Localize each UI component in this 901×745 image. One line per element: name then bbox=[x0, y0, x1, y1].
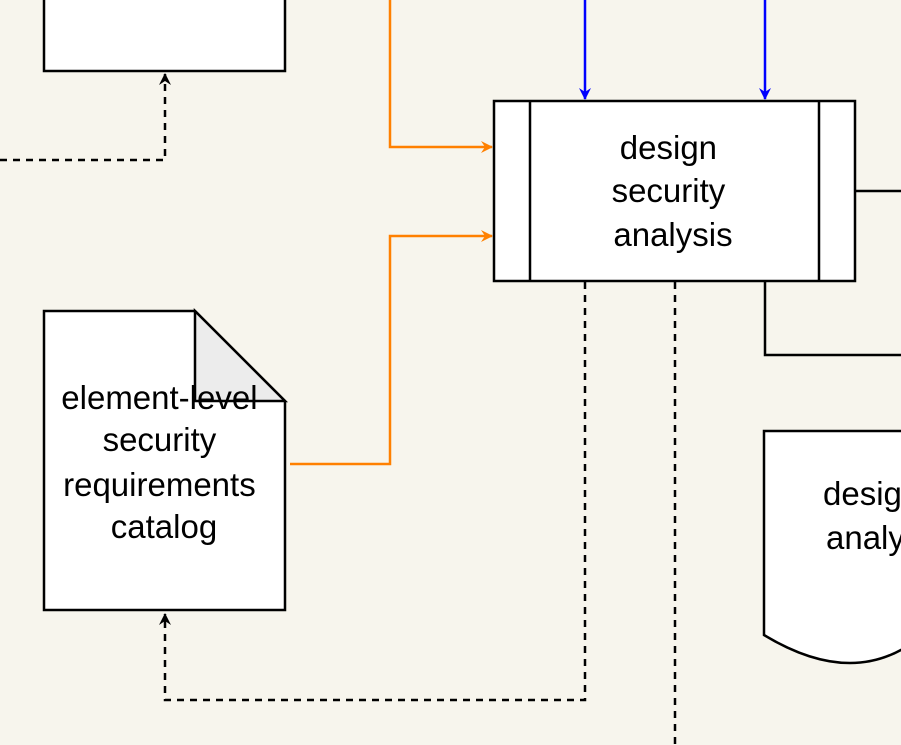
edge-dashed-to-top-box[interactable] bbox=[0, 73, 171, 162]
svg-text:element-level security: element-level security requirements cata… bbox=[61, 379, 266, 545]
folded-corner bbox=[193, 307, 289, 403]
catalog-label-line-4: catalog bbox=[111, 508, 217, 545]
output-document-node[interactable]: desig analy bbox=[762, 429, 901, 665]
process-node[interactable]: design security analysis bbox=[492, 99, 857, 283]
edge-orange-from-catalog[interactable] bbox=[290, 230, 493, 466]
catalog-label-line-2: security bbox=[103, 421, 217, 458]
edge-dashed-process-to-catalog[interactable] bbox=[159, 282, 587, 702]
output-label-line-2: analy bbox=[826, 519, 901, 556]
process-label-line-2: security bbox=[612, 172, 726, 209]
process-label-line-3: analysis bbox=[613, 216, 732, 253]
catalog-label-line-3: requirements bbox=[63, 466, 256, 503]
catalog-node[interactable]: element-level security requirements cata… bbox=[42, 307, 289, 612]
svg-text:design security an: design security analysis bbox=[612, 129, 735, 253]
process-label-line-1: design bbox=[620, 129, 717, 166]
edge-process-to-output[interactable] bbox=[763, 282, 901, 357]
svg-text:desig analy: desig analy bbox=[823, 475, 901, 556]
catalog-label-line-1: element-level bbox=[61, 379, 257, 416]
edge-orange-from-top[interactable] bbox=[388, 0, 493, 153]
output-label-line-1: desig bbox=[823, 475, 901, 512]
top-box-node[interactable] bbox=[42, 0, 287, 73]
